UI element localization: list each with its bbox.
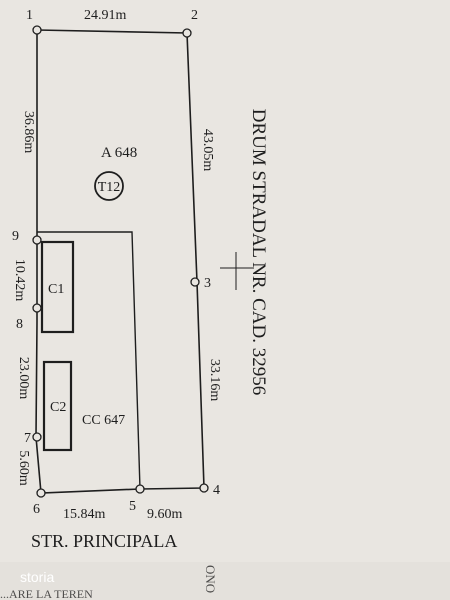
point-marker-5 (135, 484, 145, 494)
terrain-code-label: T12 (98, 180, 121, 195)
point-marker-9 (32, 235, 42, 245)
parcel-boundary (35, 29, 205, 494)
point-label-8: 8 (16, 317, 23, 332)
point-marker-4 (199, 483, 209, 493)
building-c2 (42, 360, 73, 452)
parcel-a-label: A 648 (101, 145, 137, 161)
point-marker-3 (190, 277, 200, 287)
point-label-4: 4 (213, 483, 220, 498)
distance-9-8: 10.42m (12, 259, 27, 302)
road-south-label: STR. PRINCIPALA (31, 531, 177, 551)
building-c1-label: C1 (48, 282, 64, 297)
distance-2-3: 43.05m (200, 129, 215, 172)
distance-3-4: 33.16m (207, 359, 222, 402)
distance-7-6: 5.60m (16, 450, 31, 486)
distance-6-5: 15.84m (63, 507, 106, 522)
point-marker-6 (36, 488, 46, 498)
parcel-cc-label: CC 647 (82, 413, 125, 428)
watermark-logo: storia (20, 569, 54, 585)
distance-5-4: 9.60m (147, 507, 183, 522)
edge-text-fragment: ONO (203, 565, 218, 593)
terrain-code-circle (94, 171, 124, 201)
building-c1 (40, 240, 75, 334)
cc-boundary (37, 231, 141, 490)
point-marker-7 (32, 432, 42, 442)
road-east-label: DRUM STRADAL NR. CAD. 32956 (248, 109, 269, 395)
point-label-2: 2 (191, 8, 198, 23)
point-marker-2 (182, 28, 192, 38)
point-label-9: 9 (12, 229, 19, 244)
point-label-6: 6 (33, 502, 40, 517)
point-label-7: 7 (24, 431, 31, 446)
bottom-text-fragment: ...ARE LA TEREN (0, 587, 93, 600)
building-c2-label: C2 (50, 400, 66, 415)
point-marker-8 (32, 303, 42, 313)
distance-8-7: 23.00m (16, 357, 31, 400)
point-label-1: 1 (26, 8, 33, 23)
distance-1-2: 24.91m (84, 8, 127, 23)
point-label-3: 3 (204, 276, 211, 291)
watermark-band (0, 562, 450, 600)
point-marker-1 (32, 25, 42, 35)
distance-1-9: 36.86m (21, 111, 36, 154)
point-label-5: 5 (129, 499, 136, 514)
